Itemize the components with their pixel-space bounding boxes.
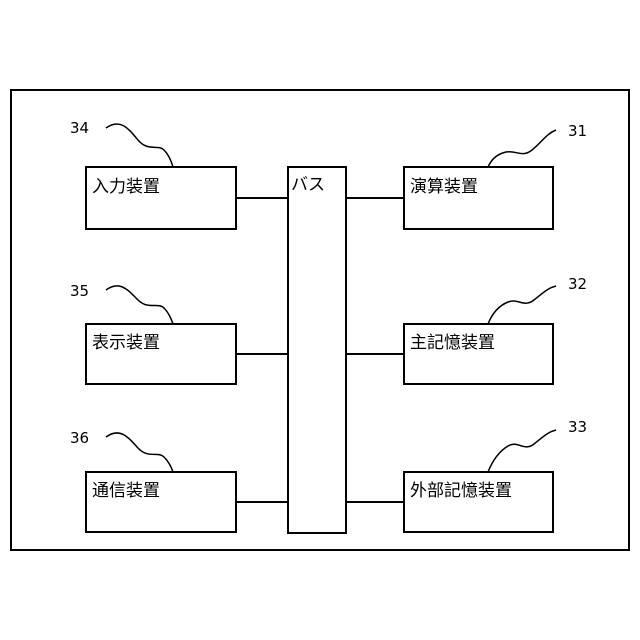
cpu-unit-leader-line <box>488 130 556 167</box>
external-storage-unit-leader-line <box>488 430 556 472</box>
cpu-unit-label: 演算装置 <box>410 177 478 197</box>
communication-unit-ref-number: 36 <box>70 429 89 447</box>
unit-communication: 通信装置 36 <box>70 429 236 532</box>
display-unit-ref-number: 35 <box>70 282 89 300</box>
communication-unit-label: 通信装置 <box>92 481 160 501</box>
bus-block: バス <box>288 167 346 533</box>
communication-unit-leader-line <box>106 433 173 472</box>
unit-input: 入力装置 34 <box>70 119 236 229</box>
display-unit-label: 表示装置 <box>92 333 160 353</box>
input-unit-leader-line <box>106 124 173 167</box>
cpu-unit-ref-number: 31 <box>568 122 587 140</box>
main-memory-unit-label: 主記憶装置 <box>410 333 495 353</box>
unit-main-memory: 主記憶装置 32 <box>404 275 587 384</box>
external-storage-unit-label: 外部記憶装置 <box>410 481 512 501</box>
unit-display: 表示装置 35 <box>70 282 236 384</box>
input-unit-ref-number: 34 <box>70 119 89 137</box>
input-unit-label: 入力装置 <box>92 177 160 197</box>
main-memory-unit-ref-number: 32 <box>568 275 587 293</box>
external-storage-unit-ref-number: 33 <box>568 418 587 436</box>
bus-label: バス <box>291 175 325 195</box>
unit-cpu: 演算装置 31 <box>404 122 587 229</box>
display-unit-leader-line <box>106 286 173 324</box>
unit-external-storage: 外部記憶装置 33 <box>404 418 587 532</box>
bus-box <box>288 167 346 533</box>
main-memory-unit-leader-line <box>488 286 556 324</box>
